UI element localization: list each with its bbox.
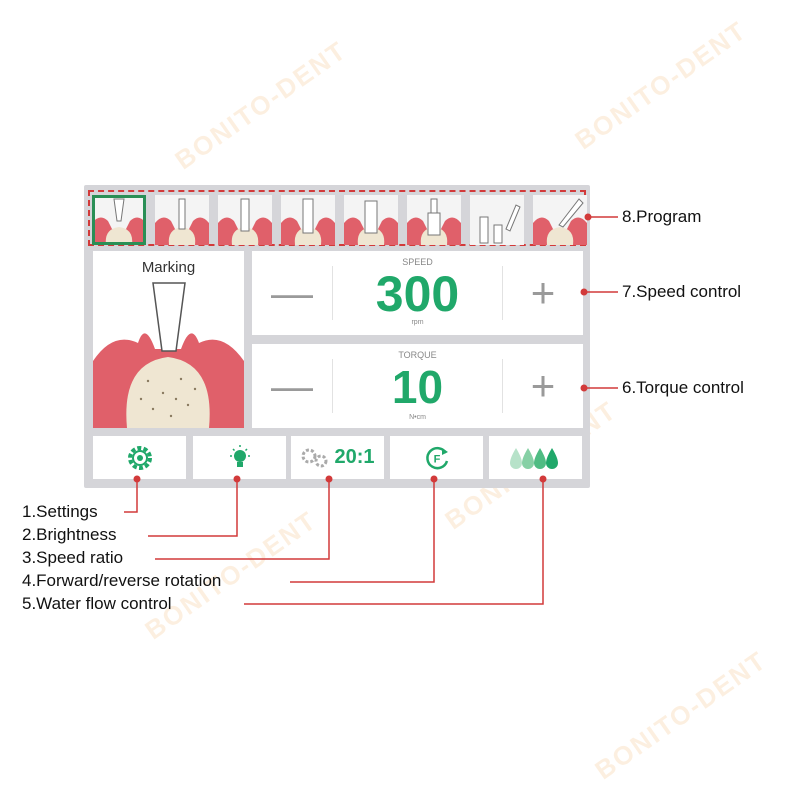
callout-speed: 7.Speed control <box>622 282 742 301</box>
speed-minus-button[interactable]: — <box>271 269 313 316</box>
torque-minus-button[interactable]: — <box>271 362 313 409</box>
rotation-button[interactable]: F <box>390 436 483 479</box>
program-2[interactable] <box>155 195 209 245</box>
callout-settings: 1.Settings <box>22 502 98 521</box>
callout-program: 8.Program <box>622 207 702 226</box>
program-5[interactable] <box>344 195 398 245</box>
program-3[interactable] <box>218 195 272 245</box>
speed-plus-button[interactable]: + <box>530 269 556 316</box>
divider <box>502 266 503 320</box>
program-7[interactable] <box>470 195 524 245</box>
speed-panel: — SPEED 300 rpm + <box>252 251 583 335</box>
program-name: Marking <box>141 259 196 276</box>
callout-water: 5.Water flow control <box>22 594 172 613</box>
divider <box>332 359 333 413</box>
torque-unit: N•cm <box>409 414 426 421</box>
divider <box>502 359 503 413</box>
bulb-icon <box>229 444 250 467</box>
water-drops-icon <box>509 447 558 469</box>
divider <box>332 266 333 320</box>
torque-value: 10 <box>391 361 444 413</box>
program-1[interactable] <box>92 195 146 245</box>
callout-torque: 6.Torque control <box>622 378 744 397</box>
torque-title: TORQUE <box>398 350 437 360</box>
callout-brightness: 2.Brightness <box>22 525 117 544</box>
speed-ratio-label: 20:1 <box>334 446 375 468</box>
program-preview: Marking <box>93 251 244 428</box>
torque-panel: — TORQUE 10 N•cm + <box>252 344 583 428</box>
torque-plus-button[interactable]: + <box>530 362 556 409</box>
gears-icon <box>301 448 328 467</box>
svg-text:F: F <box>433 453 440 465</box>
tooth-illustration <box>93 282 244 428</box>
settings-button[interactable] <box>93 436 186 479</box>
program-8[interactable] <box>533 195 587 245</box>
speed-value: 300 <box>375 266 460 322</box>
speed-ratio-button[interactable]: 20:1 <box>291 436 384 479</box>
callout-ratio: 3.Speed ratio <box>22 548 124 567</box>
gear-icon <box>127 445 152 470</box>
program-6[interactable] <box>407 195 461 245</box>
water-flow-button[interactable] <box>489 436 582 479</box>
callout-rotation: 4.Forward/reverse rotation <box>22 571 222 590</box>
speed-unit: rpm <box>411 319 424 326</box>
speed-title: SPEED <box>402 257 433 267</box>
forward-rotation-icon: F <box>425 446 448 469</box>
program-4[interactable] <box>281 195 335 245</box>
brightness-button[interactable] <box>193 436 286 479</box>
